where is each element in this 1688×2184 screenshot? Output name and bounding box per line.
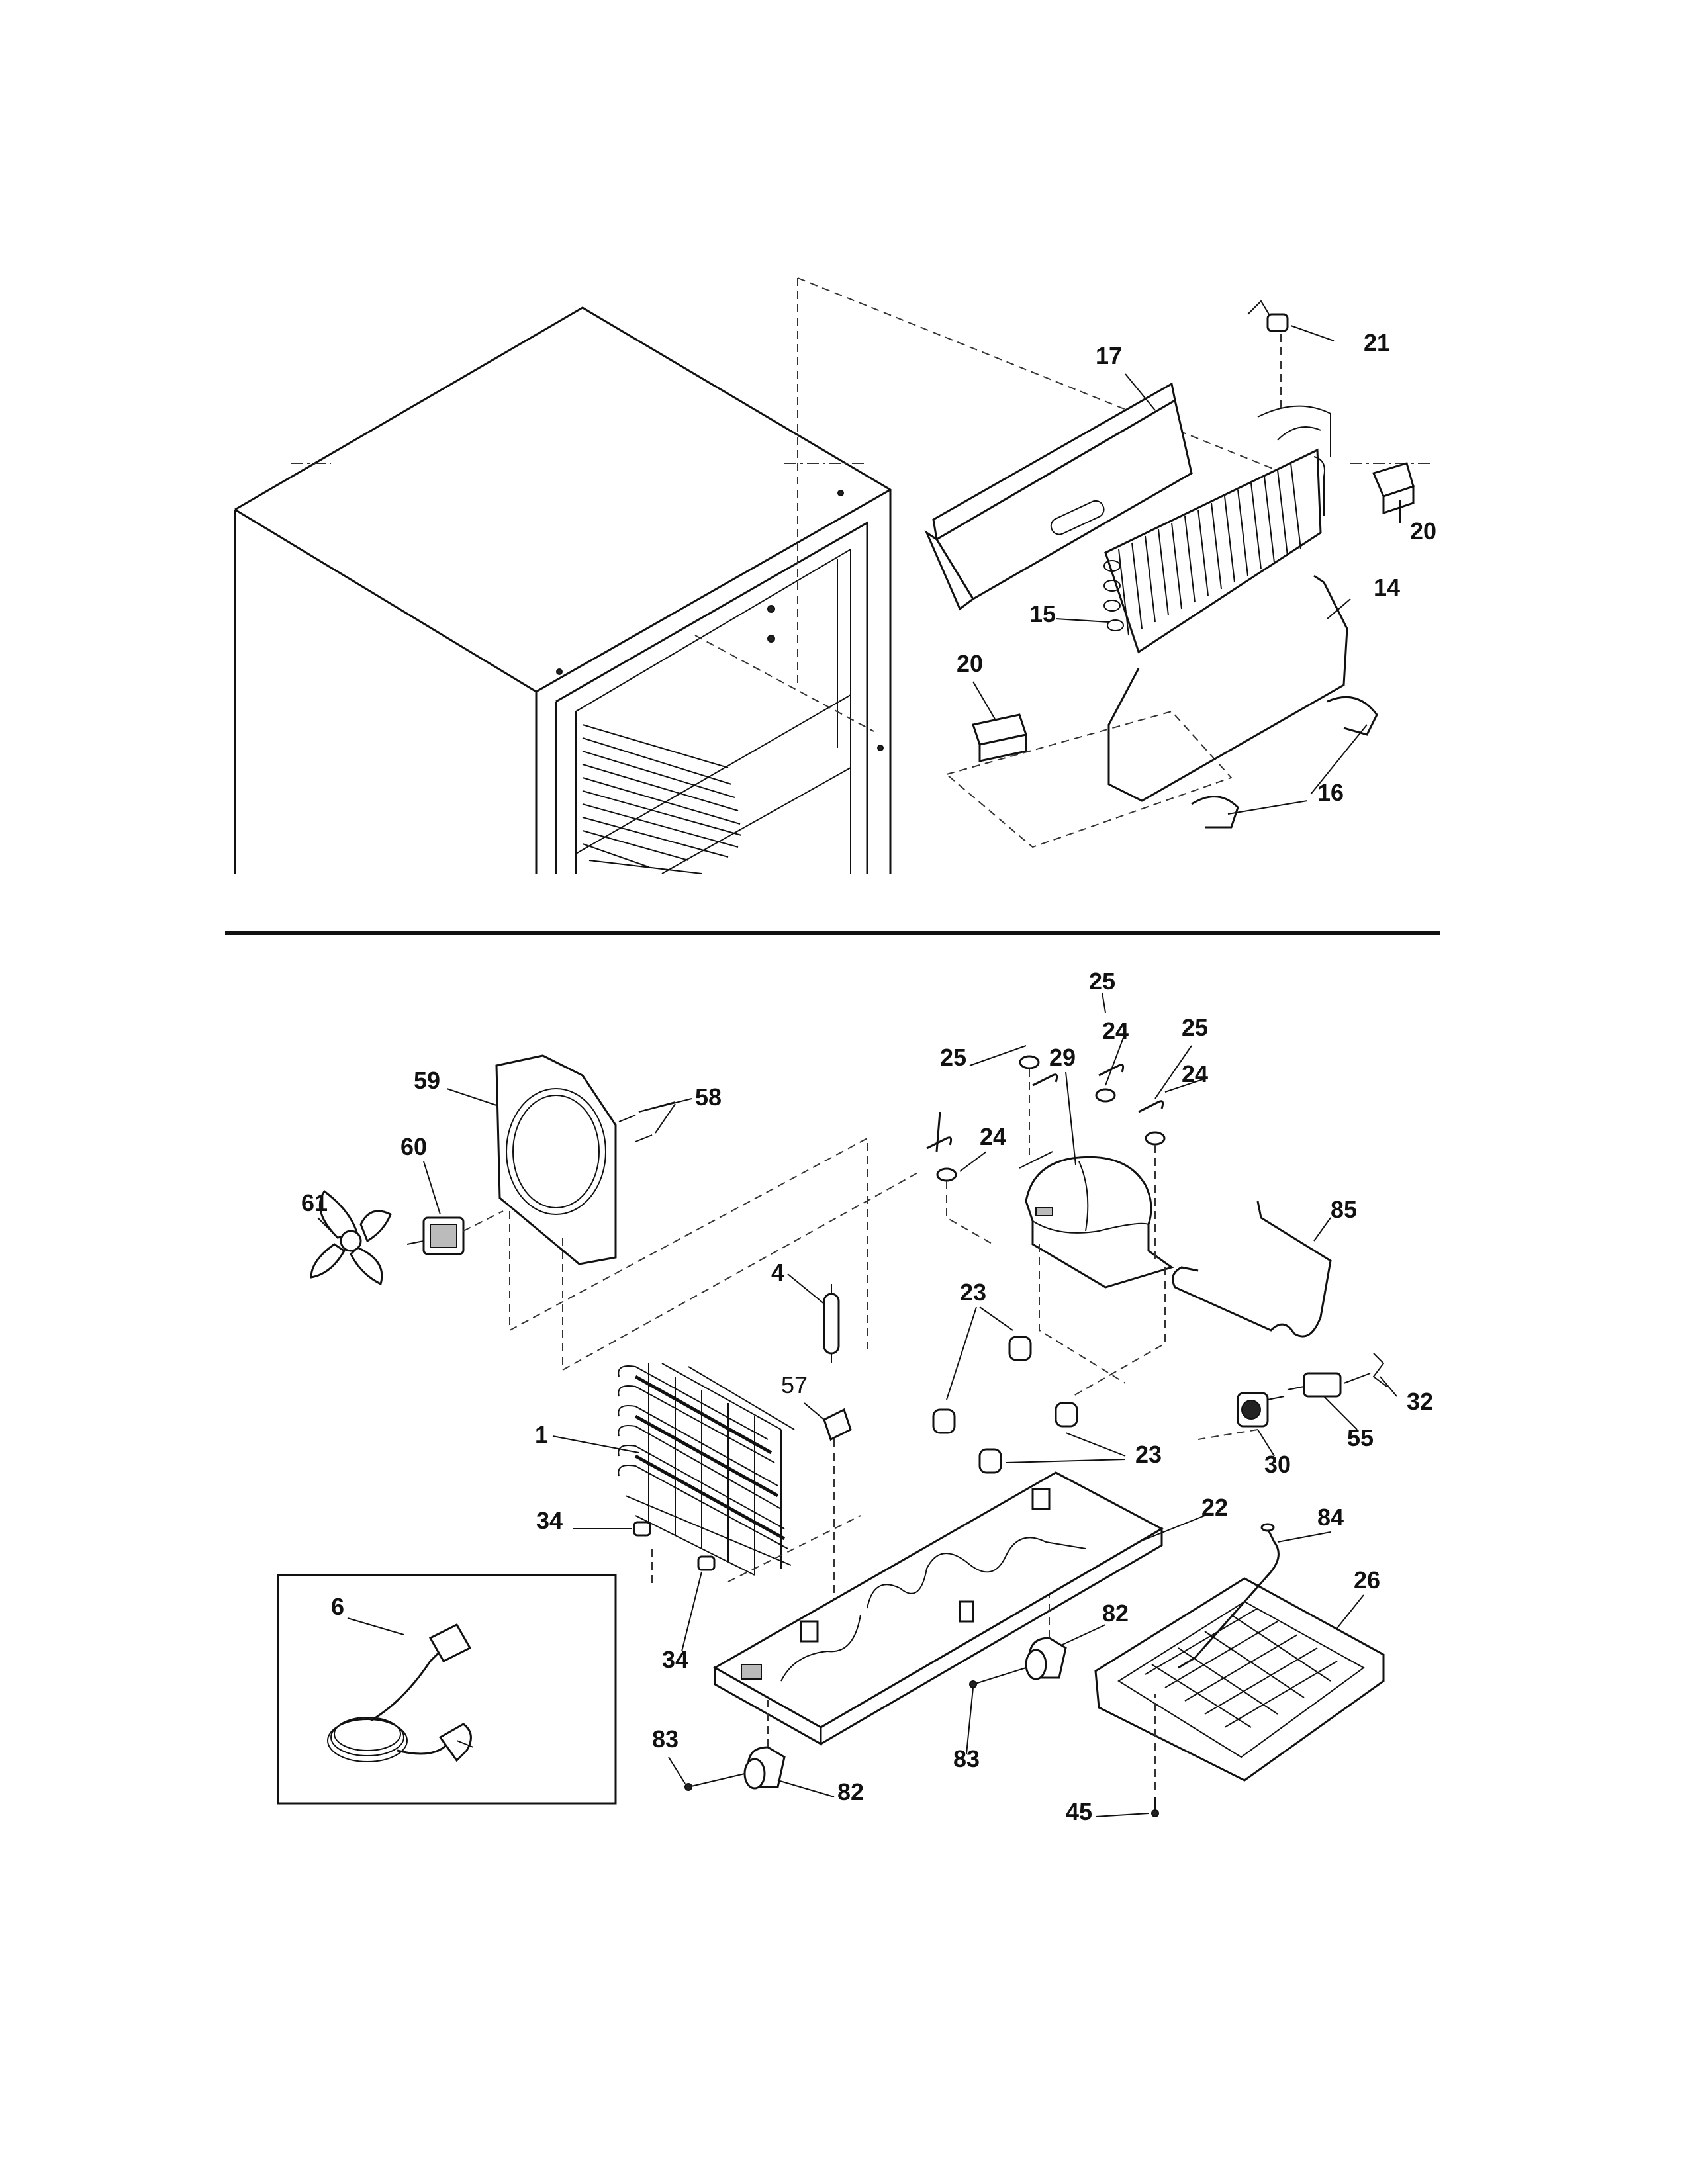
- callout-c24b: 24: [1182, 1060, 1208, 1087]
- callout-c23a: 23: [960, 1279, 986, 1306]
- callout-c57: 57: [781, 1371, 808, 1398]
- condenser-shroud: [924, 382, 1193, 611]
- callout-c21: 21: [1364, 329, 1390, 356]
- bracket-left: [945, 710, 1233, 848]
- callout-c82b: 82: [837, 1778, 864, 1805]
- callout-c32: 32: [1407, 1388, 1433, 1415]
- relay: [1197, 1392, 1285, 1440]
- bracket-right: [1372, 462, 1415, 515]
- power-cord-inset: [277, 1574, 617, 1805]
- washers: [936, 1055, 1166, 1264]
- callout-c82a: 82: [1102, 1600, 1129, 1627]
- callout-c23b: 23: [1135, 1441, 1162, 1468]
- rubber-grommets: [932, 1306, 1126, 1474]
- callout-c83b: 83: [953, 1745, 980, 1772]
- callout-c59: 59: [414, 1067, 440, 1094]
- mounting-clips: [926, 1064, 1164, 1152]
- callout-c30: 30: [1264, 1451, 1291, 1478]
- leader-lines: [317, 325, 1401, 1817]
- condenser-coil: [1103, 405, 1331, 654]
- callout-c6: 6: [331, 1593, 344, 1620]
- callout-c58: 58: [695, 1083, 722, 1111]
- base-plate: [712, 1471, 1164, 1746]
- callout-c17: 17: [1096, 342, 1122, 369]
- roller: [969, 1595, 1067, 1688]
- callout-c15: 15: [1029, 600, 1056, 627]
- evaporator-coil: [618, 1363, 861, 1588]
- roller: [684, 1694, 786, 1791]
- callout-c25c: 25: [940, 1044, 966, 1071]
- fan-shroud: [495, 1054, 617, 1370]
- clip: [823, 1408, 852, 1615]
- drain-tube: [1178, 1523, 1280, 1669]
- callout-c45: 45: [1066, 1798, 1092, 1825]
- top-fitting: [1247, 300, 1430, 464]
- callout-c16: 16: [1317, 779, 1344, 806]
- cabinet-rear-view: [234, 277, 1318, 874]
- callout-c24c: 24: [980, 1123, 1006, 1150]
- callout-c22: 22: [1201, 1494, 1228, 1521]
- drier: [823, 1284, 840, 1363]
- grommet: [633, 1521, 716, 1571]
- callout-c24a: 24: [1102, 1017, 1129, 1044]
- callout-c83a: 83: [652, 1725, 679, 1752]
- screws: [618, 1101, 676, 1142]
- fan-motor: [406, 1210, 504, 1255]
- callout-c20a: 20: [1410, 518, 1436, 545]
- screw: [1151, 1694, 1159, 1817]
- callout-c25b: 25: [1182, 1014, 1208, 1041]
- callout-c29: 29: [1049, 1044, 1076, 1071]
- callout-c25a: 25: [1089, 968, 1115, 995]
- callout-c14: 14: [1374, 574, 1400, 601]
- drain-pan: [1094, 1577, 1385, 1782]
- callout-c34b: 34: [662, 1646, 688, 1673]
- callout-c20b: 20: [957, 650, 983, 677]
- fan-blade: [310, 1189, 392, 1286]
- wire-support: [1172, 1201, 1332, 1338]
- callout-c85: 85: [1331, 1196, 1357, 1223]
- compressor: [1019, 1151, 1174, 1397]
- callout-c55: 55: [1347, 1424, 1374, 1451]
- callout-c4: 4: [771, 1259, 784, 1286]
- callout-c60: 60: [400, 1133, 427, 1160]
- support-wire: [1107, 574, 1378, 829]
- overload: [1287, 1372, 1342, 1398]
- callout-c34a: 34: [536, 1507, 563, 1534]
- callout-c84: 84: [1317, 1504, 1344, 1531]
- callout-c26: 26: [1354, 1567, 1380, 1594]
- wire-lead: [1343, 1353, 1387, 1387]
- callout-c1: 1: [535, 1421, 548, 1448]
- callout-c61: 61: [301, 1189, 328, 1216]
